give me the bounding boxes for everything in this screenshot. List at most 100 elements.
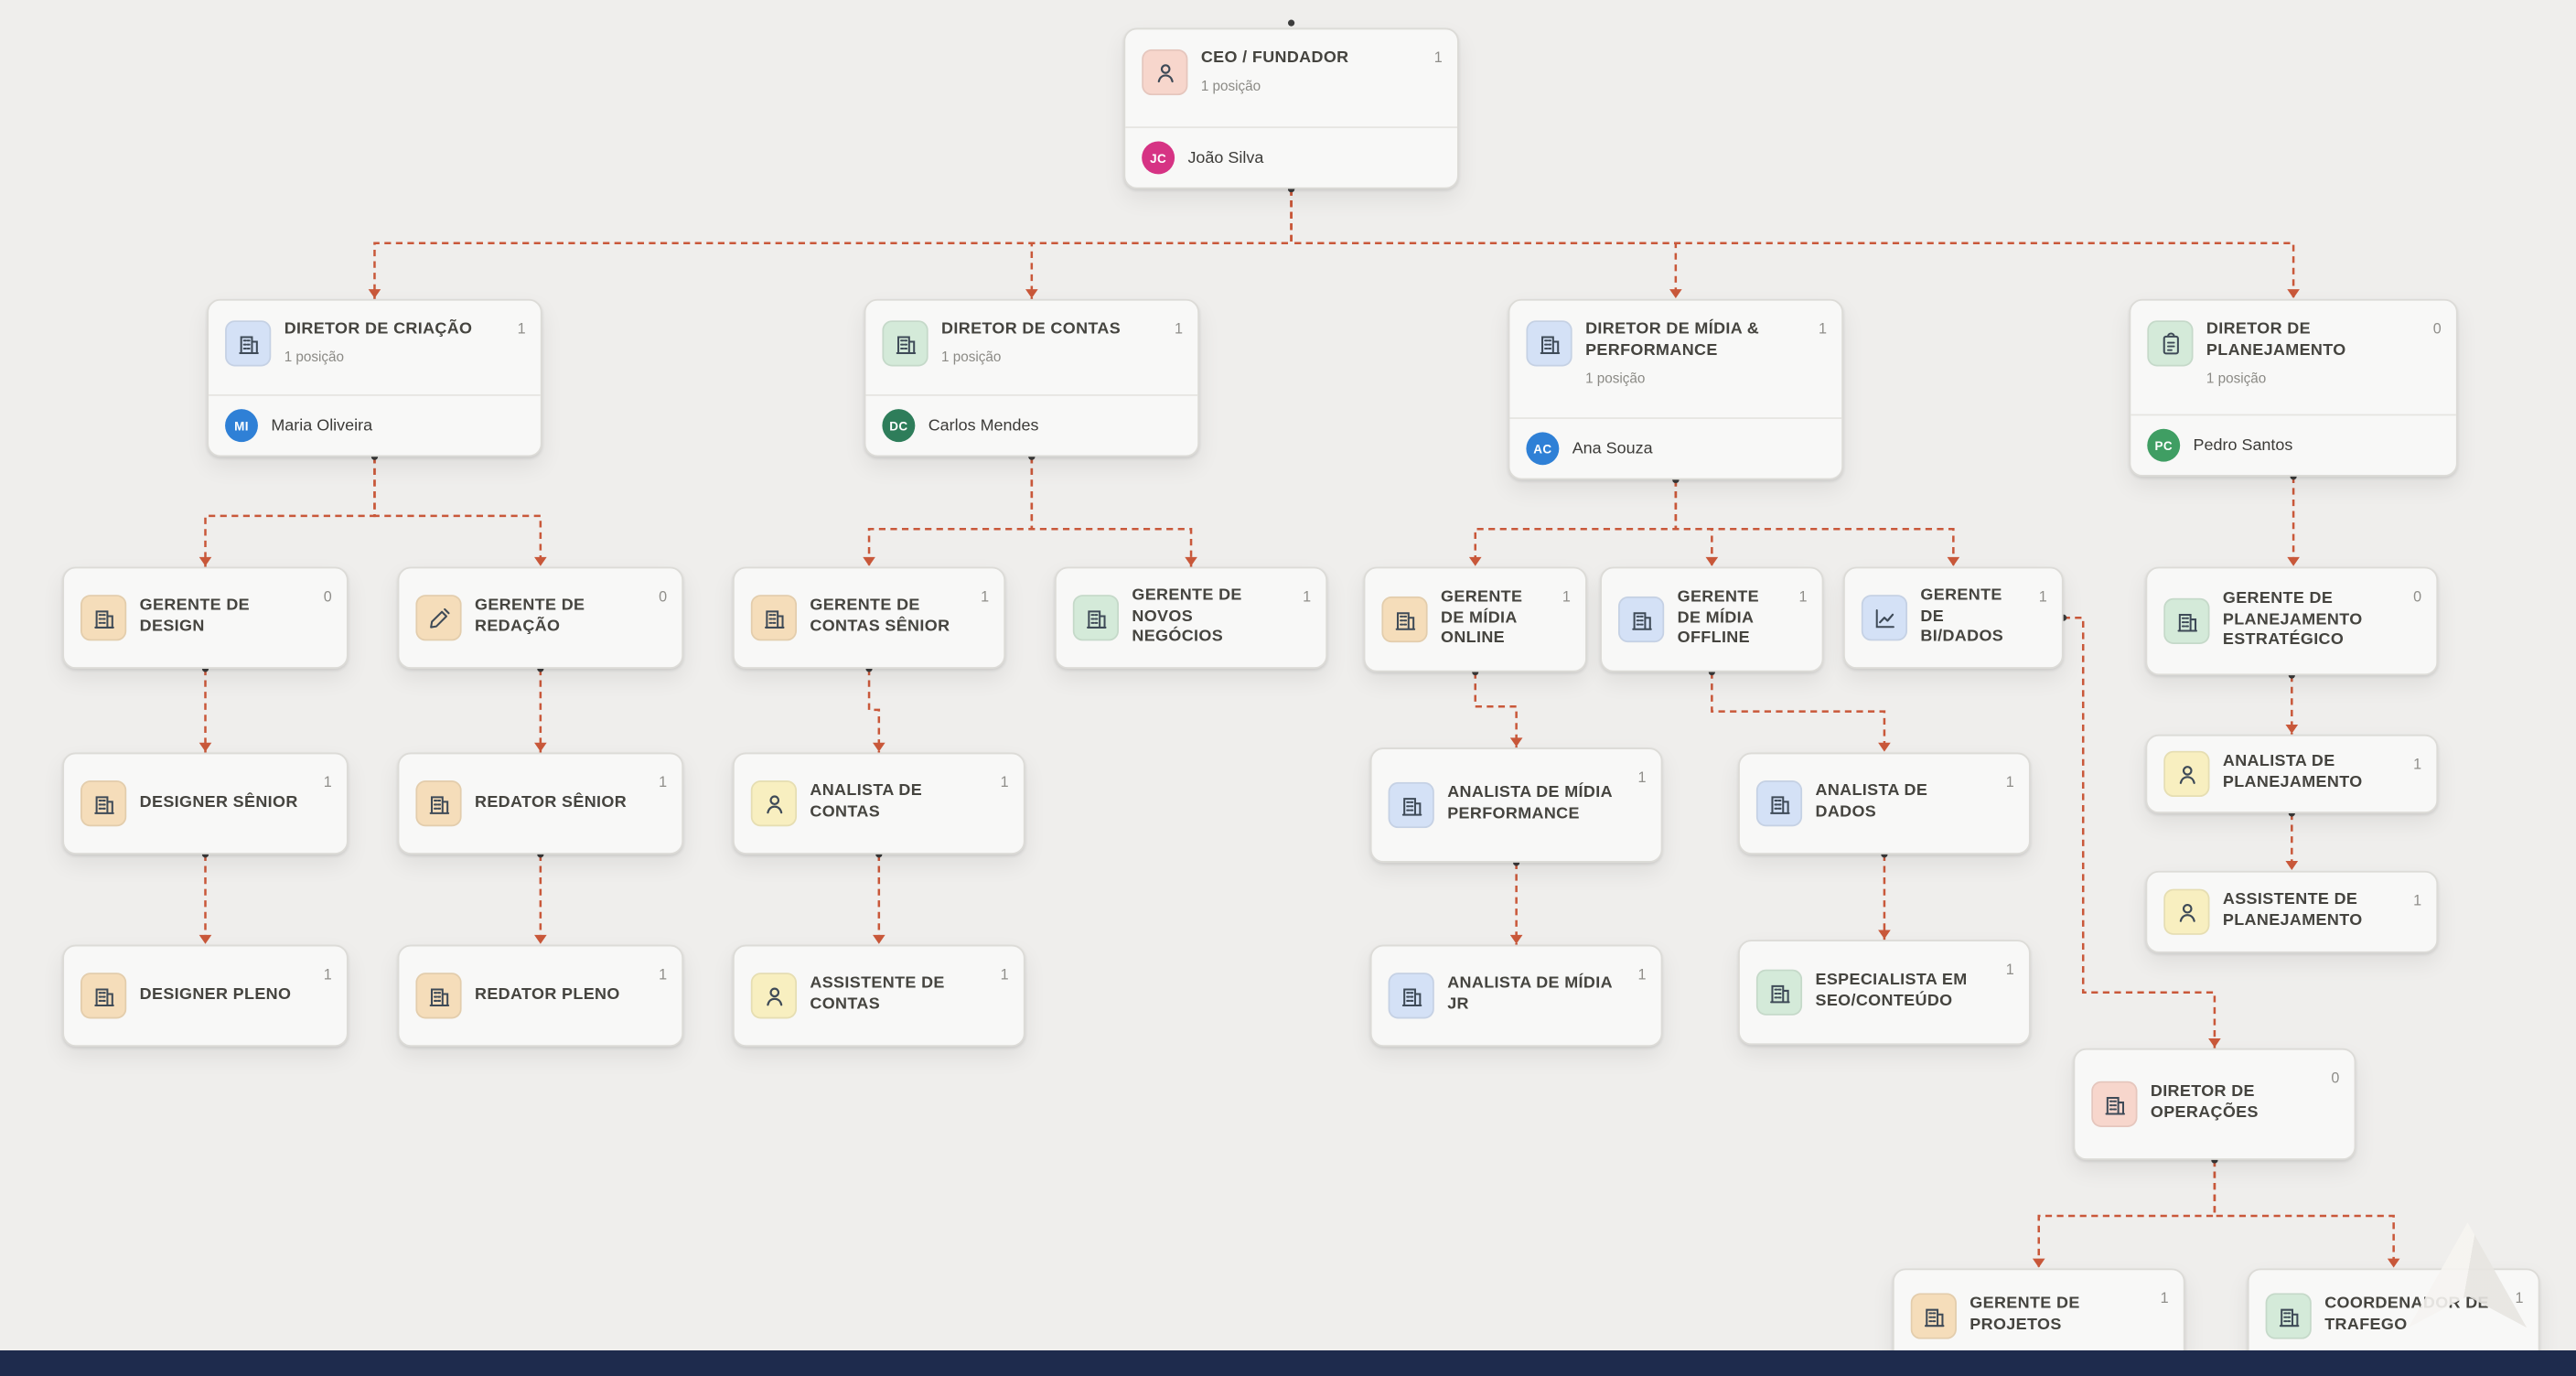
node-header: GERENTE DE PLANEJAMENTO ESTRATÉGICO: [2147, 568, 2436, 673]
node-header: DESIGNER PLENO: [64, 946, 347, 1045]
org-node-analista-dados[interactable]: ANALISTA DE DADOS 1: [1738, 752, 2031, 855]
node-header: GERENTE DE REDAÇÃO: [399, 568, 682, 667]
org-node-ger-bi-dados[interactable]: GERENTE DE BI/DADOS 1: [1843, 566, 2064, 669]
node-title: ANALISTA DE DADOS: [1815, 782, 1928, 822]
node-count-badge: 1: [2038, 587, 2047, 605]
node-positions-count: 1 posição: [284, 348, 345, 365]
node-count-badge: 1: [1433, 48, 1443, 66]
node-titles: GERENTE DE DESIGN: [140, 597, 327, 639]
node-count-badge: 1: [2005, 773, 2014, 790]
taskbar: [0, 1350, 2576, 1376]
person-name: João Silva: [1187, 148, 1264, 167]
org-node-ger-redacao[interactable]: GERENTE DE REDAÇÃO 0: [397, 566, 684, 669]
person-icon: [2163, 888, 2210, 935]
node-count-badge: 0: [659, 587, 668, 605]
node-titles: GERENTE DE BI/DADOS: [1920, 586, 2042, 650]
node-header: GERENTE DE CONTAS SÊNIOR: [735, 568, 1004, 667]
node-person[interactable]: MI Maria Oliveira: [209, 394, 541, 455]
avatar: MI: [225, 409, 258, 443]
node-header: ANALISTA DE DADOS: [1740, 754, 2029, 853]
avatar: DC: [882, 409, 916, 443]
node-titles: DESIGNER PLENO: [140, 985, 327, 1006]
node-header: ESPECIALISTA EM SEO/CONTEÚDO: [1740, 941, 2029, 1043]
building-icon: [2163, 597, 2210, 645]
building-icon: [415, 973, 462, 1019]
node-title: DIRETOR DE CONTAS: [941, 320, 1122, 339]
node-count-badge: 0: [2432, 320, 2442, 338]
node-header: GERENTE DE MÍDIA OFFLINE: [1602, 568, 1822, 670]
node-title: DIRETOR DE PLANEJAMENTO: [2206, 320, 2346, 360]
node-positions-count: 1 posição: [1585, 369, 1646, 386]
node-titles: GERENTE DE MÍDIA ONLINE: [1441, 588, 1565, 651]
building-icon: [882, 320, 928, 367]
building-icon: [1755, 969, 1803, 1016]
building-icon: [225, 320, 272, 367]
node-titles: ANALISTA DE PLANEJAMENTO: [2223, 753, 2417, 795]
person-name: Maria Oliveira: [271, 416, 373, 435]
node-header: ANALISTA DE PLANEJAMENTO: [2147, 736, 2436, 812]
node-titles: REDATOR PLENO: [475, 985, 662, 1006]
chart-icon: [1861, 595, 1908, 641]
node-count-badge: 1: [1798, 587, 1808, 605]
node-count-badge: 1: [2413, 892, 2422, 909]
node-count-badge: 1: [659, 966, 668, 983]
building-icon: [415, 780, 462, 827]
org-node-redator-pleno[interactable]: REDATOR PLENO 1: [397, 944, 684, 1048]
node-titles: ANALISTA DE DADOS: [1815, 782, 2009, 824]
node-title: GERENTE DE MÍDIA ONLINE: [1441, 587, 1523, 649]
node-header: ANALISTA DE MÍDIA JR: [1372, 946, 1661, 1045]
node-count-badge: 1: [517, 320, 526, 338]
node-title: GERENTE DE BI/DADOS: [1920, 586, 2004, 647]
building-icon: [80, 595, 127, 641]
node-count-badge: 1: [981, 587, 990, 605]
node-title: GERENTE DE REDAÇÃO: [475, 597, 585, 637]
node-count-badge: 0: [2331, 1070, 2340, 1087]
node-titles: DESIGNER SÊNIOR: [140, 793, 327, 814]
building-icon: [2265, 1293, 2312, 1339]
node-titles: GERENTE DE PLANEJAMENTO ESTRATÉGICO: [2223, 589, 2417, 652]
building-icon: [1388, 973, 1434, 1019]
node-title: COORDENADOR DE TRAFEGO: [2324, 1295, 2489, 1335]
node-titles: GERENTE DE PROJETOS: [1970, 1295, 2163, 1338]
node-positions-count: 1 posição: [2206, 369, 2267, 386]
person-icon: [1142, 48, 1188, 96]
node-titles: ASSISTENTE DE CONTAS: [810, 974, 1004, 1016]
node-header: GERENTE DE DESIGN: [64, 568, 347, 667]
